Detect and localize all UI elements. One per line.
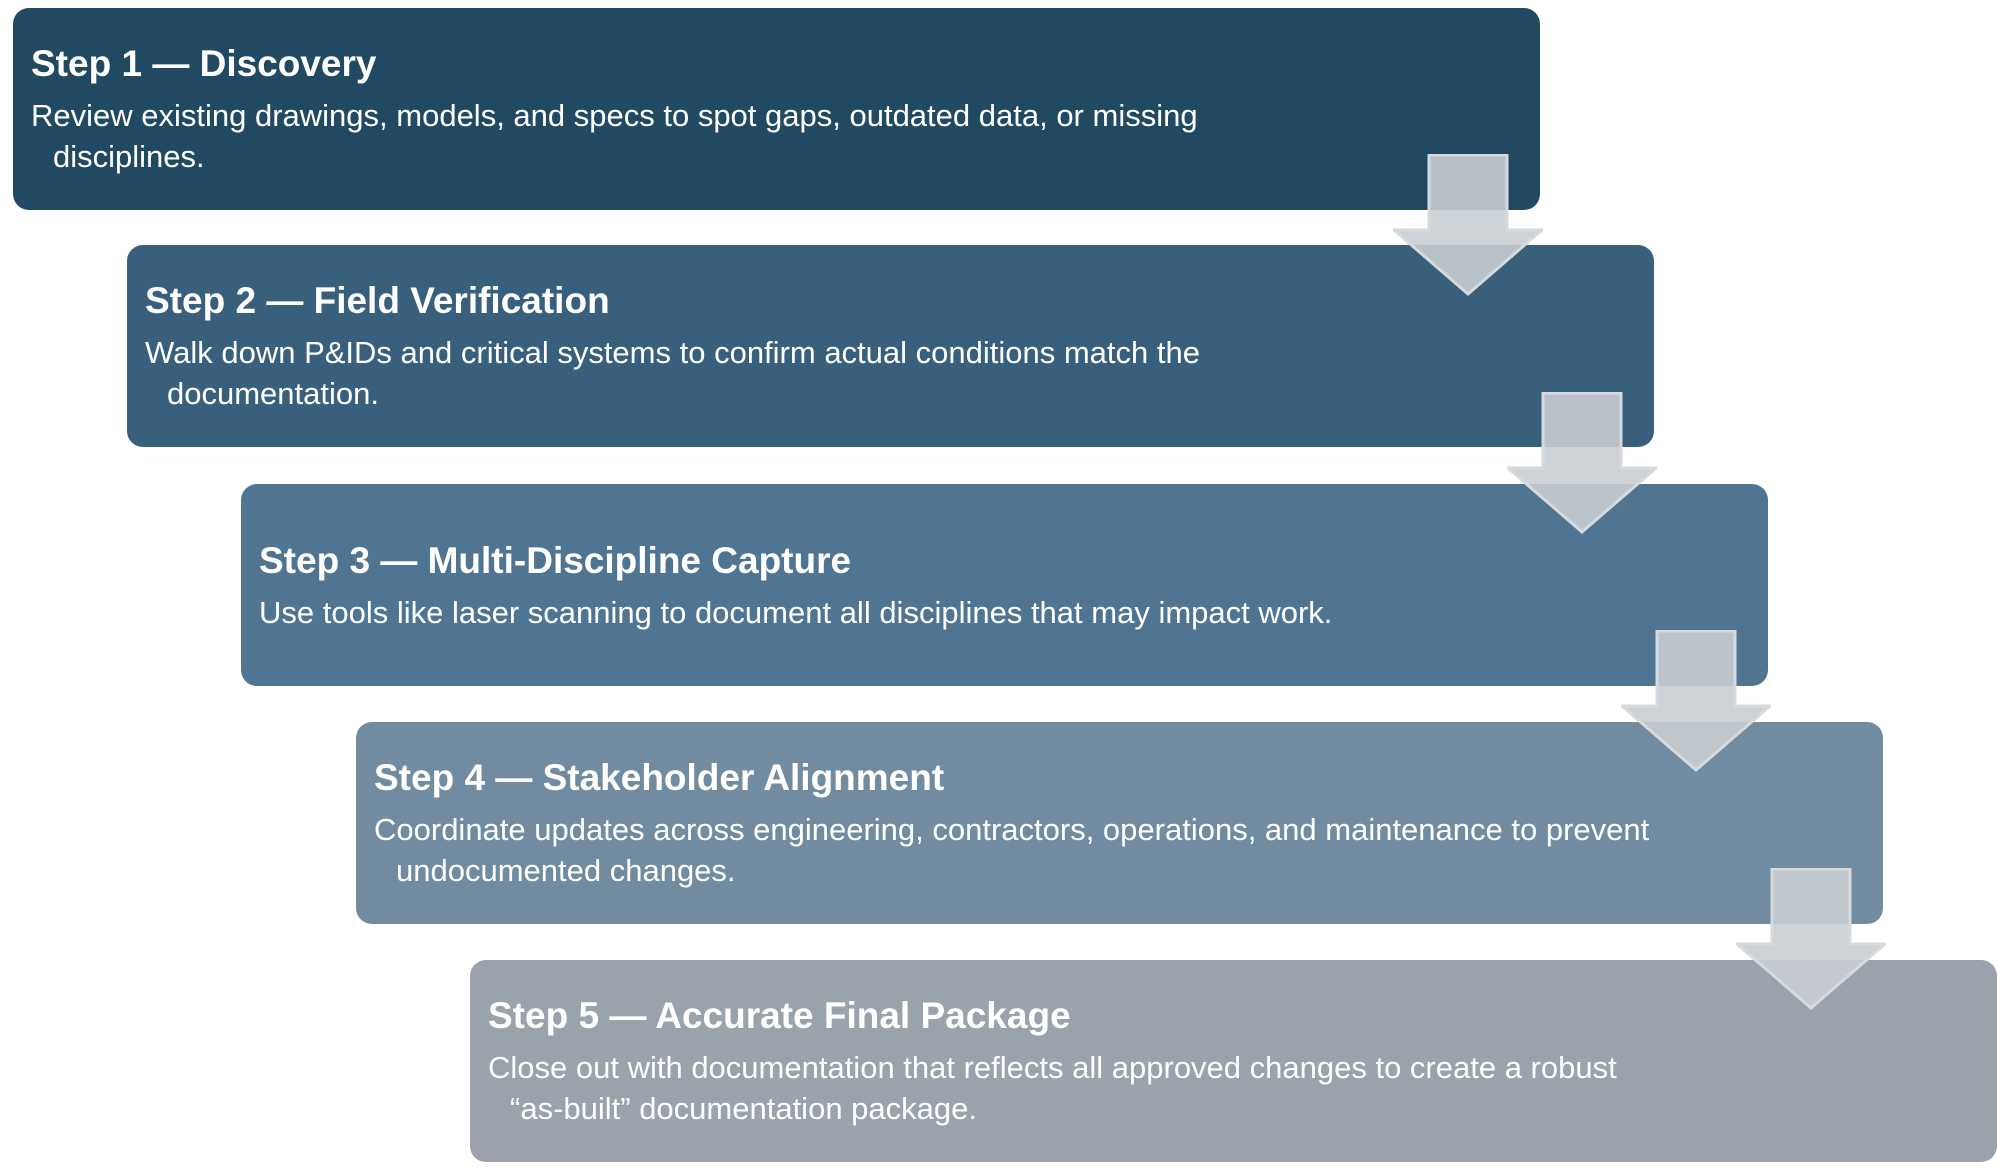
step-title: Step 3 — Multi-Discipline Capture — [259, 539, 852, 581]
step-5-box: Step 5 — Accurate Final Package Close ou… — [470, 960, 1997, 1162]
step-1-box: Step 1 — Discovery Review existing drawi… — [13, 8, 1540, 210]
step-title: Step 4 — Stakeholder Alignment — [374, 757, 945, 798]
step-description: Close out with documentation that reflec… — [488, 1050, 1617, 1126]
step-3-box: Step 3 — Multi-Discipline Capture Use to… — [241, 484, 1768, 686]
step-description: Coordinate updates across engineering, c… — [374, 812, 1650, 888]
step-4-box: Step 4 — Stakeholder Alignment Coordinat… — [356, 722, 1883, 924]
step-2-box: Step 2 — Field Verification Walk down P&… — [127, 245, 1654, 447]
step-description: Walk down P&IDs and critical systems to … — [145, 335, 1200, 411]
step-title: Step 1 — Discovery — [31, 43, 377, 84]
down-arrow-icon — [1507, 392, 1657, 534]
step-title: Step 5 — Accurate Final Package — [488, 995, 1071, 1036]
down-arrow-icon — [1621, 630, 1771, 772]
down-arrow-icon — [1736, 868, 1886, 1010]
down-arrow-icon — [1393, 154, 1543, 296]
step-description: Review existing drawings, models, and sp… — [31, 98, 1198, 174]
step-description: Use tools like laser scanning to documen… — [259, 594, 1333, 630]
step-title: Step 2 — Field Verification — [145, 280, 610, 321]
